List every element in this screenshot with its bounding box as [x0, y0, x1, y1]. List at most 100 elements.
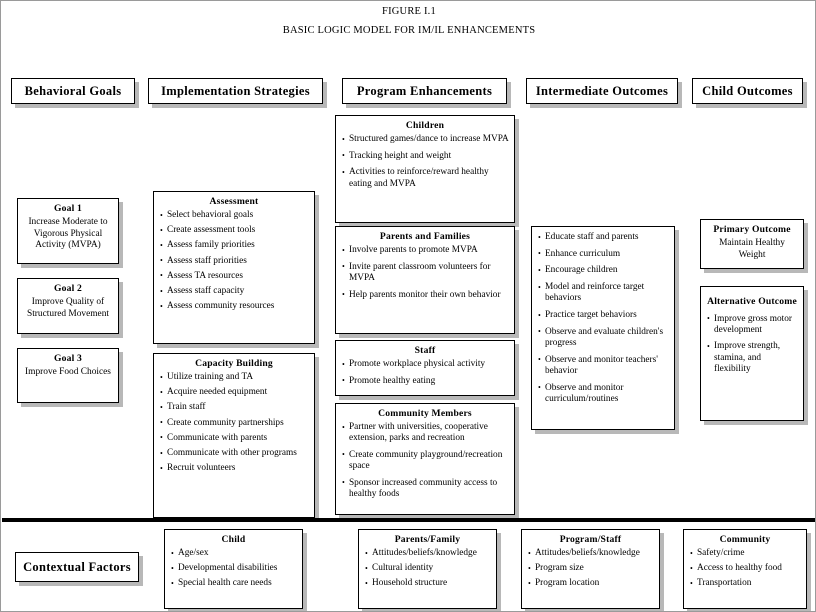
section-divider: [2, 518, 815, 522]
list-item: Structured games/dance to increase MVPA: [342, 133, 509, 145]
goal-title: Goal 1: [53, 203, 83, 214]
enhancement-list: Involve parents to promote MVPA Invite p…: [336, 244, 514, 301]
contextual-title: Community: [719, 534, 771, 545]
list-item: Sponsor increased community access to he…: [342, 477, 509, 500]
enhancement-title: Staff: [414, 345, 436, 356]
list-item: Age/sex: [171, 547, 297, 559]
intermediate-outcomes-list: Educate staff and parents Enhance curric…: [532, 231, 674, 405]
list-item: Tracking height and weight: [342, 150, 509, 162]
outcome-body: Maintain Healthy Weight: [719, 238, 785, 260]
strategy-title: Capacity Building: [195, 358, 273, 369]
contextual-list: Attitudes/beliefs/knowledge Program size…: [522, 547, 659, 590]
contextual-title: Program/Staff: [559, 534, 622, 545]
list-item: Recruit volunteers: [160, 463, 309, 474]
list-item: Invite parent classroom volunteers for M…: [342, 261, 509, 284]
column-header-label: Program Enhancements: [356, 83, 493, 98]
contextual-box-community: Community Safety/crime Access to healthy…: [683, 529, 807, 609]
goal-title: Goal 3: [53, 353, 83, 364]
list-item: Involve parents to promote MVPA: [342, 244, 509, 256]
enhancement-box-children: Children Structured games/dance to incre…: [335, 115, 515, 223]
list-item: Train staff: [160, 402, 309, 413]
list-item: Promote workplace physical activity: [342, 358, 509, 370]
column-header-implementation-strategies: Implementation Strategies: [148, 78, 323, 104]
strategy-box-assessment: Assessment Select behavioral goals Creat…: [153, 191, 315, 344]
column-header-program-enhancements: Program Enhancements: [342, 78, 507, 104]
list-item: Practice target behaviors: [538, 310, 669, 321]
list-item: Enhance curriculum: [538, 248, 669, 260]
enhancement-title: Parents and Families: [379, 231, 471, 242]
list-item: Program location: [528, 578, 654, 589]
list-item: Observe and monitor teachers' behavior: [538, 354, 669, 377]
contextual-factors-label: Contextual Factors: [23, 559, 131, 574]
column-header-intermediate-outcomes: Intermediate Outcomes: [526, 78, 678, 104]
goal-box-3: Goal 3 Improve Food Choices: [17, 348, 119, 403]
column-header-behavioral-goals: Behavioral Goals: [11, 78, 135, 104]
enhancement-box-community-members: Community Members Partner with universit…: [335, 403, 515, 515]
list-item: Safety/crime: [690, 547, 801, 559]
list-item: Acquire needed equipment: [160, 387, 309, 398]
list-item: Assess staff priorities: [160, 255, 309, 267]
list-item: Create assessment tools: [160, 225, 309, 236]
contextual-title: Child: [221, 534, 246, 545]
column-header-label: Intermediate Outcomes: [535, 83, 669, 98]
contextual-box-child: Child Age/sex Developmental disabilities…: [164, 529, 303, 609]
contextual-box-parents-family: Parents/Family Attitudes/beliefs/knowled…: [358, 529, 497, 609]
enhancement-title: Community Members: [378, 408, 472, 419]
alternative-outcome-list: Improve gross motor development Improve …: [701, 313, 803, 376]
list-item: Observe and evaluate children's progress: [538, 326, 669, 349]
list-item: Assess TA resources: [160, 270, 309, 282]
list-item: Developmental disabilities: [171, 563, 297, 574]
strategy-list: Utilize training and TA Acquire needed e…: [154, 371, 314, 474]
goal-body: Increase Moderate to Vigorous Physical A…: [28, 217, 108, 250]
list-item: Cultural identity: [365, 563, 491, 574]
enhancement-list: Promote workplace physical activity Prom…: [336, 358, 514, 387]
list-item: Partner with universities, cooperative e…: [342, 421, 509, 444]
enhancement-list: Structured games/dance to increase MVPA …: [336, 133, 514, 190]
figure-title: BASIC LOGIC MODEL FOR IM/IL ENHANCEMENTS: [282, 25, 536, 36]
enhancement-box-staff: Staff Promote workplace physical activit…: [335, 340, 515, 396]
column-header-label: Implementation Strategies: [161, 83, 310, 98]
list-item: Assess staff capacity: [160, 286, 309, 297]
contextual-list: Safety/crime Access to healthy food Tran…: [684, 547, 806, 590]
contextual-list: Age/sex Developmental disabilities Speci…: [165, 547, 302, 590]
list-item: Assess community resources: [160, 301, 309, 312]
list-item: Create community partnerships: [160, 417, 309, 429]
list-item: Observe and monitor curriculum/routines: [538, 382, 669, 405]
list-item: Educate staff and parents: [538, 231, 669, 243]
list-item: Improve strength, stamina, and flexibili…: [707, 341, 798, 375]
outcome-title: Primary Outcome: [713, 224, 791, 235]
goal-body: Improve Food Choices: [25, 367, 111, 377]
enhancement-title: Children: [405, 120, 445, 131]
alternative-outcome-box: Alternative Outcome Improve gross motor …: [700, 286, 804, 421]
list-item: Household structure: [365, 578, 491, 589]
list-item: Select behavioral goals: [160, 209, 309, 221]
contextual-title: Parents/Family: [394, 534, 461, 545]
list-item: Attitudes/beliefs/knowledge: [528, 547, 654, 559]
list-item: Activities to reinforce/reward healthy e…: [342, 167, 509, 189]
list-item: Communicate with parents: [160, 432, 309, 444]
column-header-label: Child Outcomes: [702, 83, 793, 98]
goal-body: Improve Quality of Structured Movement: [26, 297, 109, 319]
list-item: Transportation: [690, 578, 801, 589]
strategy-list: Select behavioral goals Create assessmen…: [154, 209, 314, 312]
outcome-title: Alternative Outcome: [707, 296, 797, 307]
list-item: Special health care needs: [171, 578, 297, 589]
list-item: Create community playground/recreation s…: [342, 449, 509, 472]
list-item: Program size: [528, 563, 654, 574]
strategy-title: Assessment: [209, 196, 259, 207]
primary-outcome-box: Primary Outcome Maintain Healthy Weight: [700, 219, 804, 269]
goal-box-2: Goal 2 Improve Quality of Structured Mov…: [17, 278, 119, 334]
contextual-box-program-staff: Program/Staff Attitudes/beliefs/knowledg…: [521, 529, 660, 609]
intermediate-outcomes-box: Educate staff and parents Enhance curric…: [531, 226, 675, 430]
list-item: Assess family priorities: [160, 240, 309, 251]
list-item: Model and reinforce target behaviors: [538, 282, 669, 304]
figure-label: FIGURE I.1: [382, 6, 436, 17]
list-item: Help parents monitor their own behavior: [342, 289, 509, 301]
goal-title: Goal 2: [53, 283, 83, 294]
list-item: Attitudes/beliefs/knowledge: [365, 547, 491, 559]
contextual-list: Attitudes/beliefs/knowledge Cultural ide…: [359, 547, 496, 590]
column-header-child-outcomes: Child Outcomes: [692, 78, 803, 104]
goal-box-1: Goal 1 Increase Moderate to Vigorous Phy…: [17, 198, 119, 264]
list-item: Access to healthy food: [690, 563, 801, 574]
column-header-label: Behavioral Goals: [24, 83, 122, 98]
